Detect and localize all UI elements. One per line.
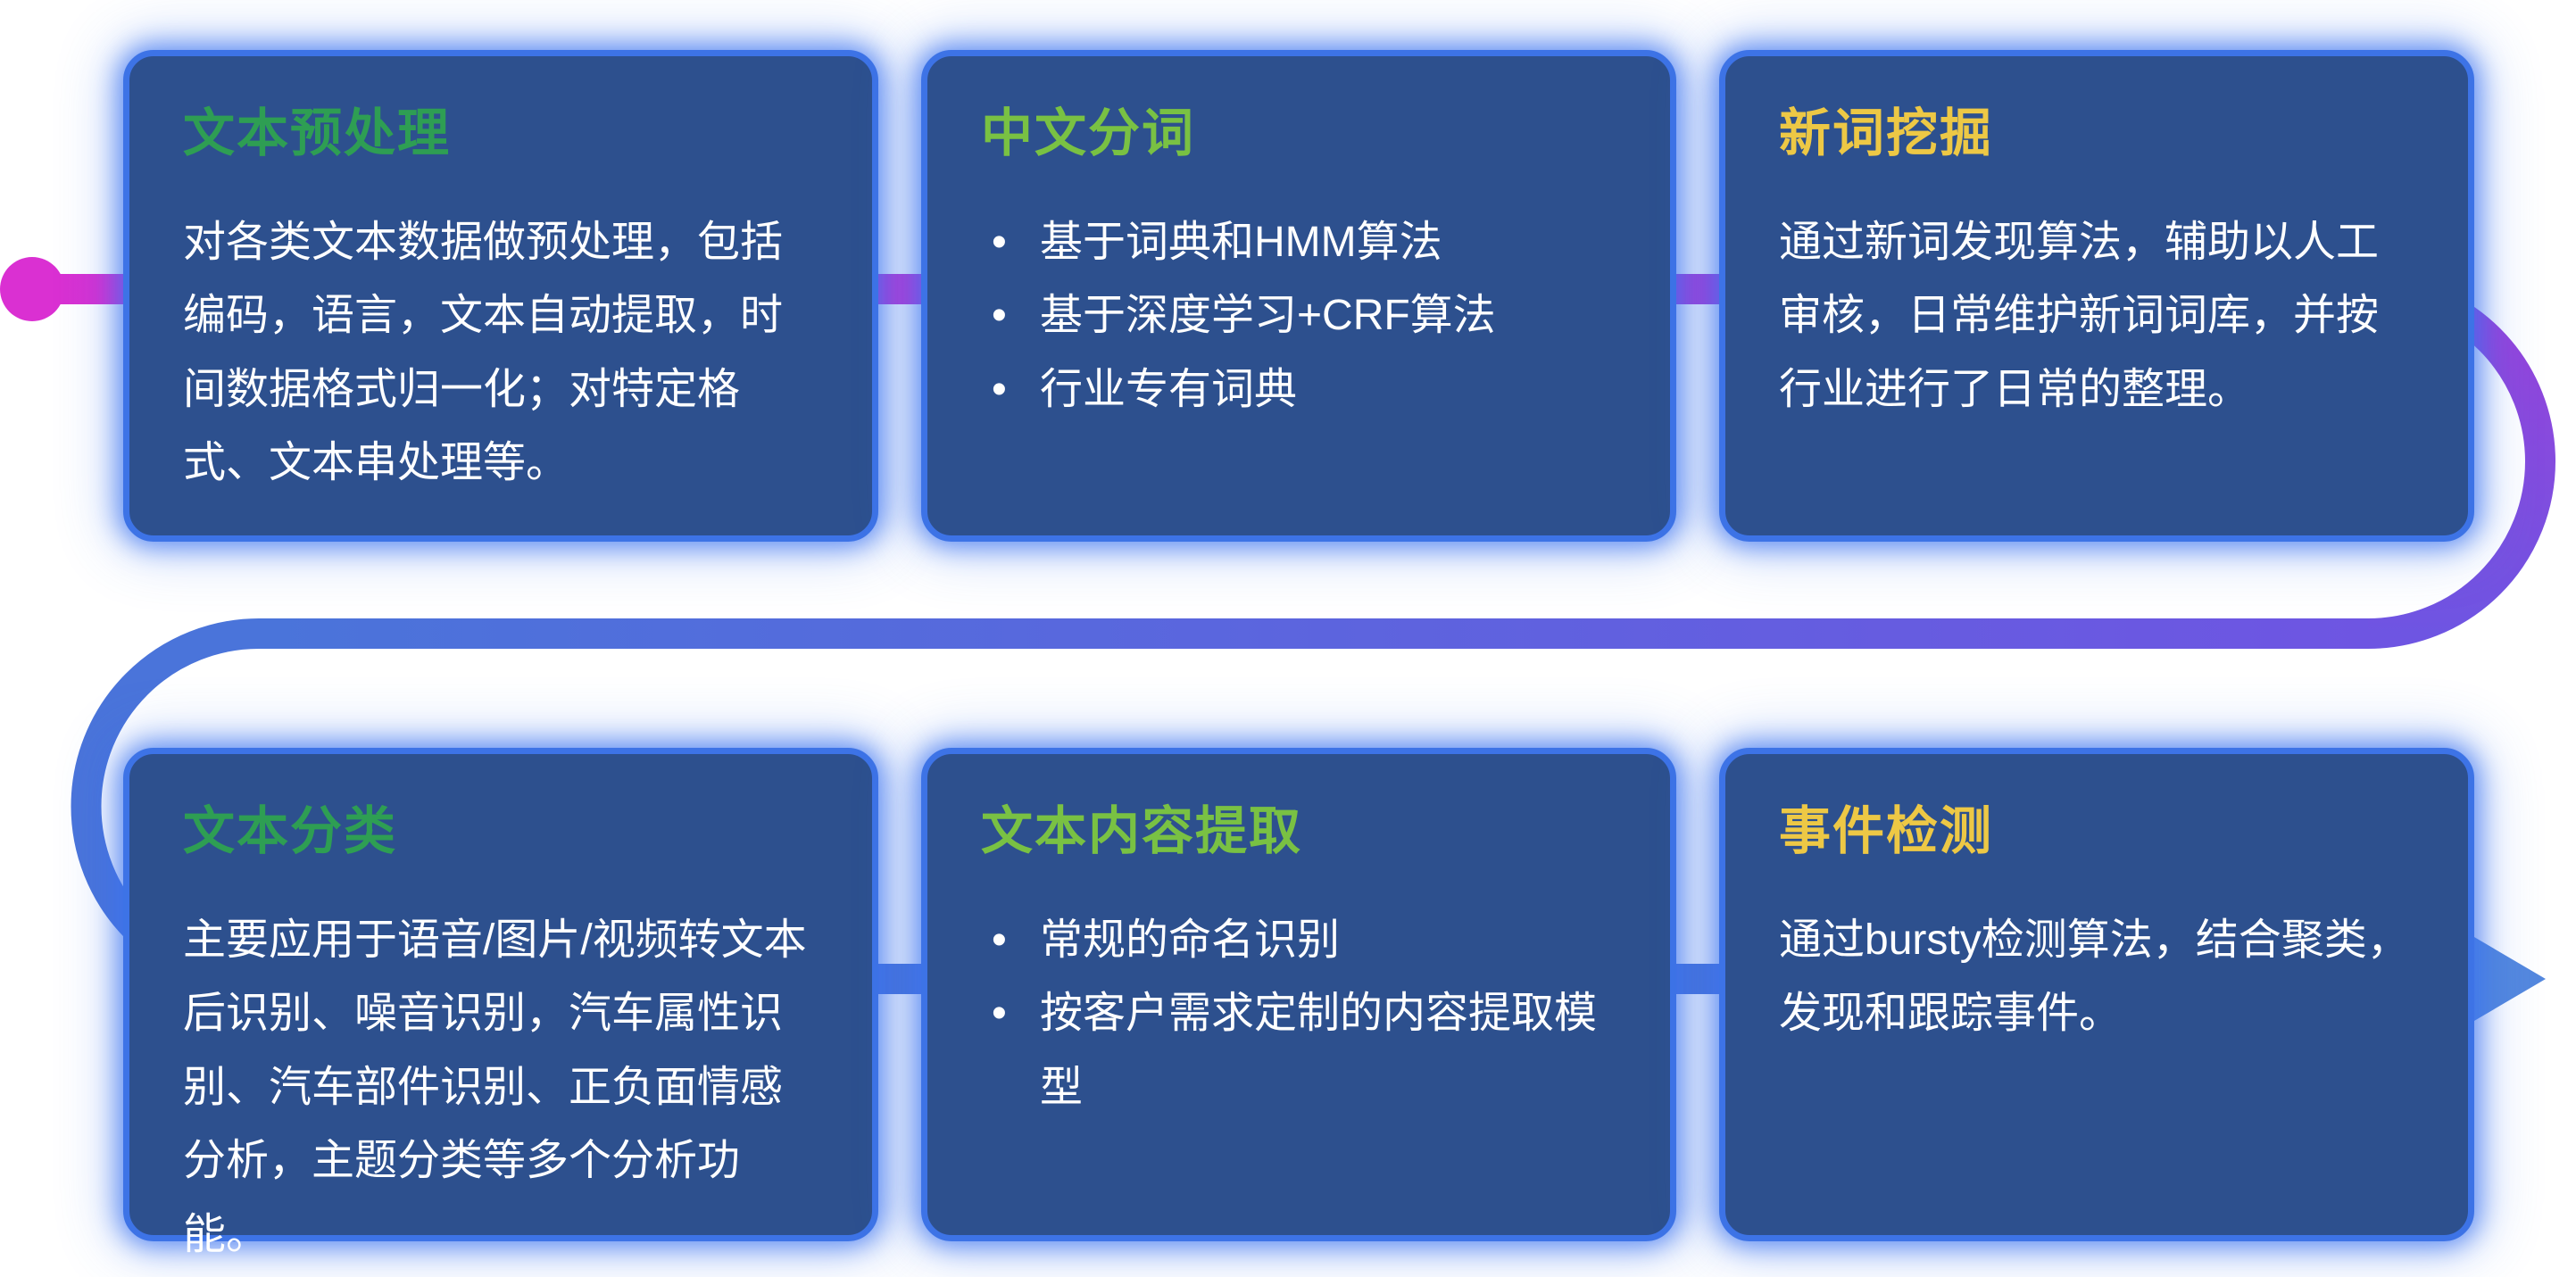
card-title: 中文分词 [981,104,1196,162]
bullet-item: 按客户需求定制的内容提取模型 [981,977,1616,1124]
bullet-item: 基于词典和HMM算法 [981,206,1616,280]
flow-start-dot [0,257,64,321]
card-text-classification: 文本分类 主要应用于语音/图片/视频转文本后识别、噪音识别，汽车属性识别、汽车部… [123,748,878,1258]
card-text-content-extraction: 文本内容提取 常规的命名识别按客户需求定制的内容提取模型 [921,748,1676,1241]
card-event-detection: 事件检测 通过bursty检测算法，结合聚类，发现和跟踪事件。 [1719,748,2474,1241]
card-text-preprocessing: 文本预处理 对各类文本数据做预处理，包括编码，语言，文本自动提取，时间数据格式归… [123,50,878,542]
card-bullet-list: 常规的命名识别按客户需求定制的内容提取模型 [981,904,1616,1125]
card-bullet-list: 基于词典和HMM算法基于深度学习+CRF算法行业专有词典 [981,206,1616,427]
card-paragraph: 通过bursty检测算法，结合聚类，发现和跟踪事件。 [1779,916,2410,1038]
bullet-item: 行业专有词典 [981,353,1616,427]
card-paragraph: 主要应用于语音/图片/视频转文本后识别、噪音识别，汽车属性识别、汽车部件识别、正… [183,916,807,1258]
card-title: 文本分类 [183,802,398,860]
flow-arrow-icon [2464,931,2546,1027]
card-new-word-mining: 新词挖掘 通过新词发现算法，辅助以人工审核，日常维护新词词库，并按行业进行了日常… [1719,50,2474,542]
card-paragraph: 对各类文本数据做预处理，包括编码，语言，文本自动提取，时间数据格式归一化；对特定… [183,218,784,487]
card-title: 事件检测 [1779,802,1994,860]
card-title: 文本预处理 [183,104,452,162]
bullet-item: 基于深度学习+CRF算法 [981,279,1616,353]
card-title: 文本内容提取 [981,802,1303,860]
card-chinese-word-segmentation: 中文分词 基于词典和HMM算法基于深度学习+CRF算法行业专有词典 [921,50,1676,542]
card-paragraph: 通过新词发现算法，辅助以人工审核，日常维护新词词库，并按行业进行了日常的整理。 [1779,218,2380,413]
bullet-item: 常规的命名识别 [981,904,1616,978]
card-title: 新词挖掘 [1779,104,1994,162]
